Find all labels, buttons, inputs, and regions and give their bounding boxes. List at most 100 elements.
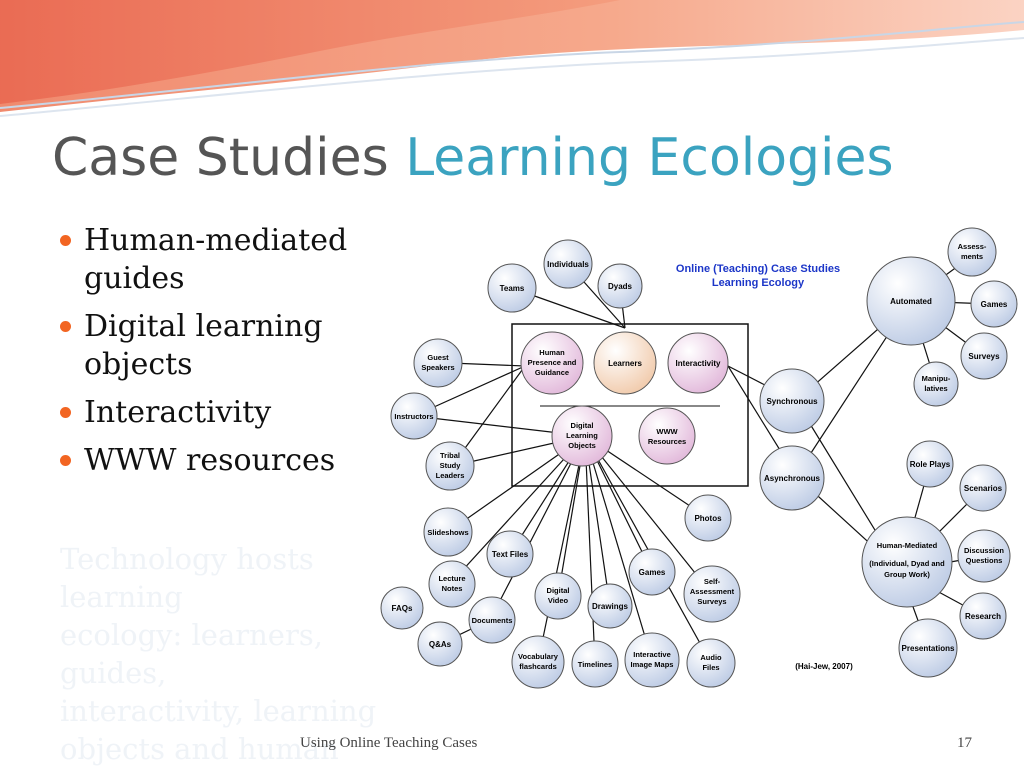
svg-text:Games: Games xyxy=(639,568,666,577)
node-games-automated: Games xyxy=(970,280,1018,328)
node-games-objects: Games xyxy=(628,548,676,596)
node-www-resources: WWW Resources xyxy=(638,407,696,465)
svg-text:Leaders: Leaders xyxy=(436,471,465,480)
node-manipulatives: Manipu- latives xyxy=(913,361,959,407)
svg-text:Group Work): Group Work) xyxy=(884,570,930,579)
svg-text:Image Maps: Image Maps xyxy=(631,660,674,669)
svg-text:Documents: Documents xyxy=(472,616,513,625)
slide-title: Case Studies Learning Ecologies xyxy=(52,128,894,188)
node-interactive-image-maps: Interactive Image Maps xyxy=(624,632,680,688)
node-surveys: Surveys xyxy=(960,332,1008,380)
svg-text:Asynchronous: Asynchronous xyxy=(764,474,821,483)
svg-text:Files: Files xyxy=(702,663,719,672)
svg-text:Objects: Objects xyxy=(568,441,596,450)
node-scenarios: Scenarios xyxy=(959,464,1007,512)
node-vocabulary-flashcards: Vocabulary flashcards xyxy=(511,635,565,689)
title-accent: Learning Ecologies xyxy=(405,128,894,188)
svg-text:Presence and: Presence and xyxy=(528,358,577,367)
svg-text:Slideshows: Slideshows xyxy=(427,528,468,537)
svg-text:WWW: WWW xyxy=(656,427,678,436)
node-digital-learning-objects: Digital Learning Objects xyxy=(551,405,613,467)
footer-title: Using Online Teaching Cases xyxy=(300,735,478,751)
faded-background-text: Technology hosts learning ecology: learn… xyxy=(60,542,377,766)
node-role-plays: Role Plays xyxy=(906,440,954,488)
node-photos: Photos xyxy=(684,494,732,542)
node-learners: Learners xyxy=(593,331,657,395)
svg-text:Individuals: Individuals xyxy=(547,260,589,269)
node-qas: Q&As xyxy=(417,621,463,667)
svg-text:Vocabulary: Vocabulary xyxy=(518,652,559,661)
node-human-presence: Human Presence and Guidance xyxy=(520,331,584,395)
node-human-mediated: Human-Mediated (Individual, Dyad and Gro… xyxy=(861,516,953,608)
svg-text:Automated: Automated xyxy=(890,297,932,306)
svg-text:Questions: Questions xyxy=(966,556,1003,565)
bullet-item: Interactivity xyxy=(60,394,380,432)
node-faqs: FAQs xyxy=(380,586,424,630)
svg-text:Synchronous: Synchronous xyxy=(766,397,818,406)
diagram-title-line2: Learning Ecology xyxy=(712,277,805,289)
svg-text:Drawings: Drawings xyxy=(592,602,629,611)
svg-text:latives: latives xyxy=(924,384,947,393)
svg-text:Manipu-: Manipu- xyxy=(922,374,951,383)
node-discussion-questions: Discussion Questions xyxy=(957,529,1011,583)
diagram-title-line1: Online (Teaching) Case Studies xyxy=(676,263,840,275)
svg-text:Timelines: Timelines xyxy=(578,660,612,669)
svg-text:Human: Human xyxy=(539,348,565,357)
svg-text:Guidance: Guidance xyxy=(535,368,569,377)
node-tribal-study-leaders: Tribal Study Leaders xyxy=(425,441,475,491)
svg-text:Text Files: Text Files xyxy=(492,550,529,559)
bullet-item: Digital learning objects xyxy=(60,308,380,384)
page-number: 17 xyxy=(957,735,972,751)
diagram-citation: (Hai-Jew, 2007) xyxy=(795,662,853,671)
bullet-item: WWW resources xyxy=(60,442,380,480)
svg-text:Scenarios: Scenarios xyxy=(964,484,1003,493)
svg-text:Study: Study xyxy=(440,461,462,470)
node-digital-video: Digital Video xyxy=(534,572,582,620)
svg-text:Interactivity: Interactivity xyxy=(676,359,721,368)
title-main: Case Studies xyxy=(52,128,389,188)
svg-text:Instructors: Instructors xyxy=(394,412,433,421)
svg-text:Research: Research xyxy=(965,612,1001,621)
svg-text:Teams: Teams xyxy=(500,284,525,293)
node-lecture-notes: Lecture Notes xyxy=(428,560,476,608)
svg-text:Lecture: Lecture xyxy=(438,574,465,583)
node-presentations: Presentations xyxy=(898,618,958,678)
svg-text:Speakers: Speakers xyxy=(421,363,454,372)
node-individuals: Individuals xyxy=(543,239,593,289)
node-guest-speakers: Guest Speakers xyxy=(413,338,463,388)
node-teams: Teams xyxy=(487,263,537,313)
svg-text:Dyads: Dyads xyxy=(608,282,633,291)
svg-text:Digital: Digital xyxy=(571,421,594,430)
node-text-files: Text Files xyxy=(486,530,534,578)
svg-text:Tribal: Tribal xyxy=(440,451,460,460)
svg-text:Assess-: Assess- xyxy=(958,242,987,251)
svg-text:Self-: Self- xyxy=(704,577,721,586)
node-automated: Automated xyxy=(866,256,956,346)
node-synchronous: Synchronous xyxy=(759,368,825,434)
svg-text:Q&As: Q&As xyxy=(429,640,452,649)
bullet-dot-icon xyxy=(60,407,71,418)
node-instructors: Instructors xyxy=(390,392,438,440)
node-drawings: Drawings xyxy=(587,583,633,629)
svg-text:Human-Mediated: Human-Mediated xyxy=(877,541,938,550)
svg-text:flashcards: flashcards xyxy=(519,662,557,671)
svg-text:Surveys: Surveys xyxy=(697,597,726,606)
svg-text:Video: Video xyxy=(548,596,569,605)
svg-text:FAQs: FAQs xyxy=(392,604,413,613)
node-self-assessment-surveys: Self- Assessment Surveys xyxy=(683,565,741,623)
node-interactivity: Interactivity xyxy=(667,332,729,394)
bullet-dot-icon xyxy=(60,321,71,332)
svg-text:Interactive: Interactive xyxy=(633,650,671,659)
svg-text:Surveys: Surveys xyxy=(968,352,1000,361)
header-wave-decoration xyxy=(0,0,1024,117)
svg-text:Notes: Notes xyxy=(442,584,463,593)
svg-text:Digital: Digital xyxy=(547,586,570,595)
node-dyads: Dyads xyxy=(597,263,643,309)
bullet-dot-icon xyxy=(60,235,71,246)
svg-text:Presentations: Presentations xyxy=(902,644,955,653)
svg-text:Discussion: Discussion xyxy=(964,546,1004,555)
svg-text:Resources: Resources xyxy=(648,437,686,446)
svg-text:Audio: Audio xyxy=(700,653,722,662)
node-documents: Documents xyxy=(468,596,516,644)
bullet-item: Human-mediated guides xyxy=(60,222,380,298)
